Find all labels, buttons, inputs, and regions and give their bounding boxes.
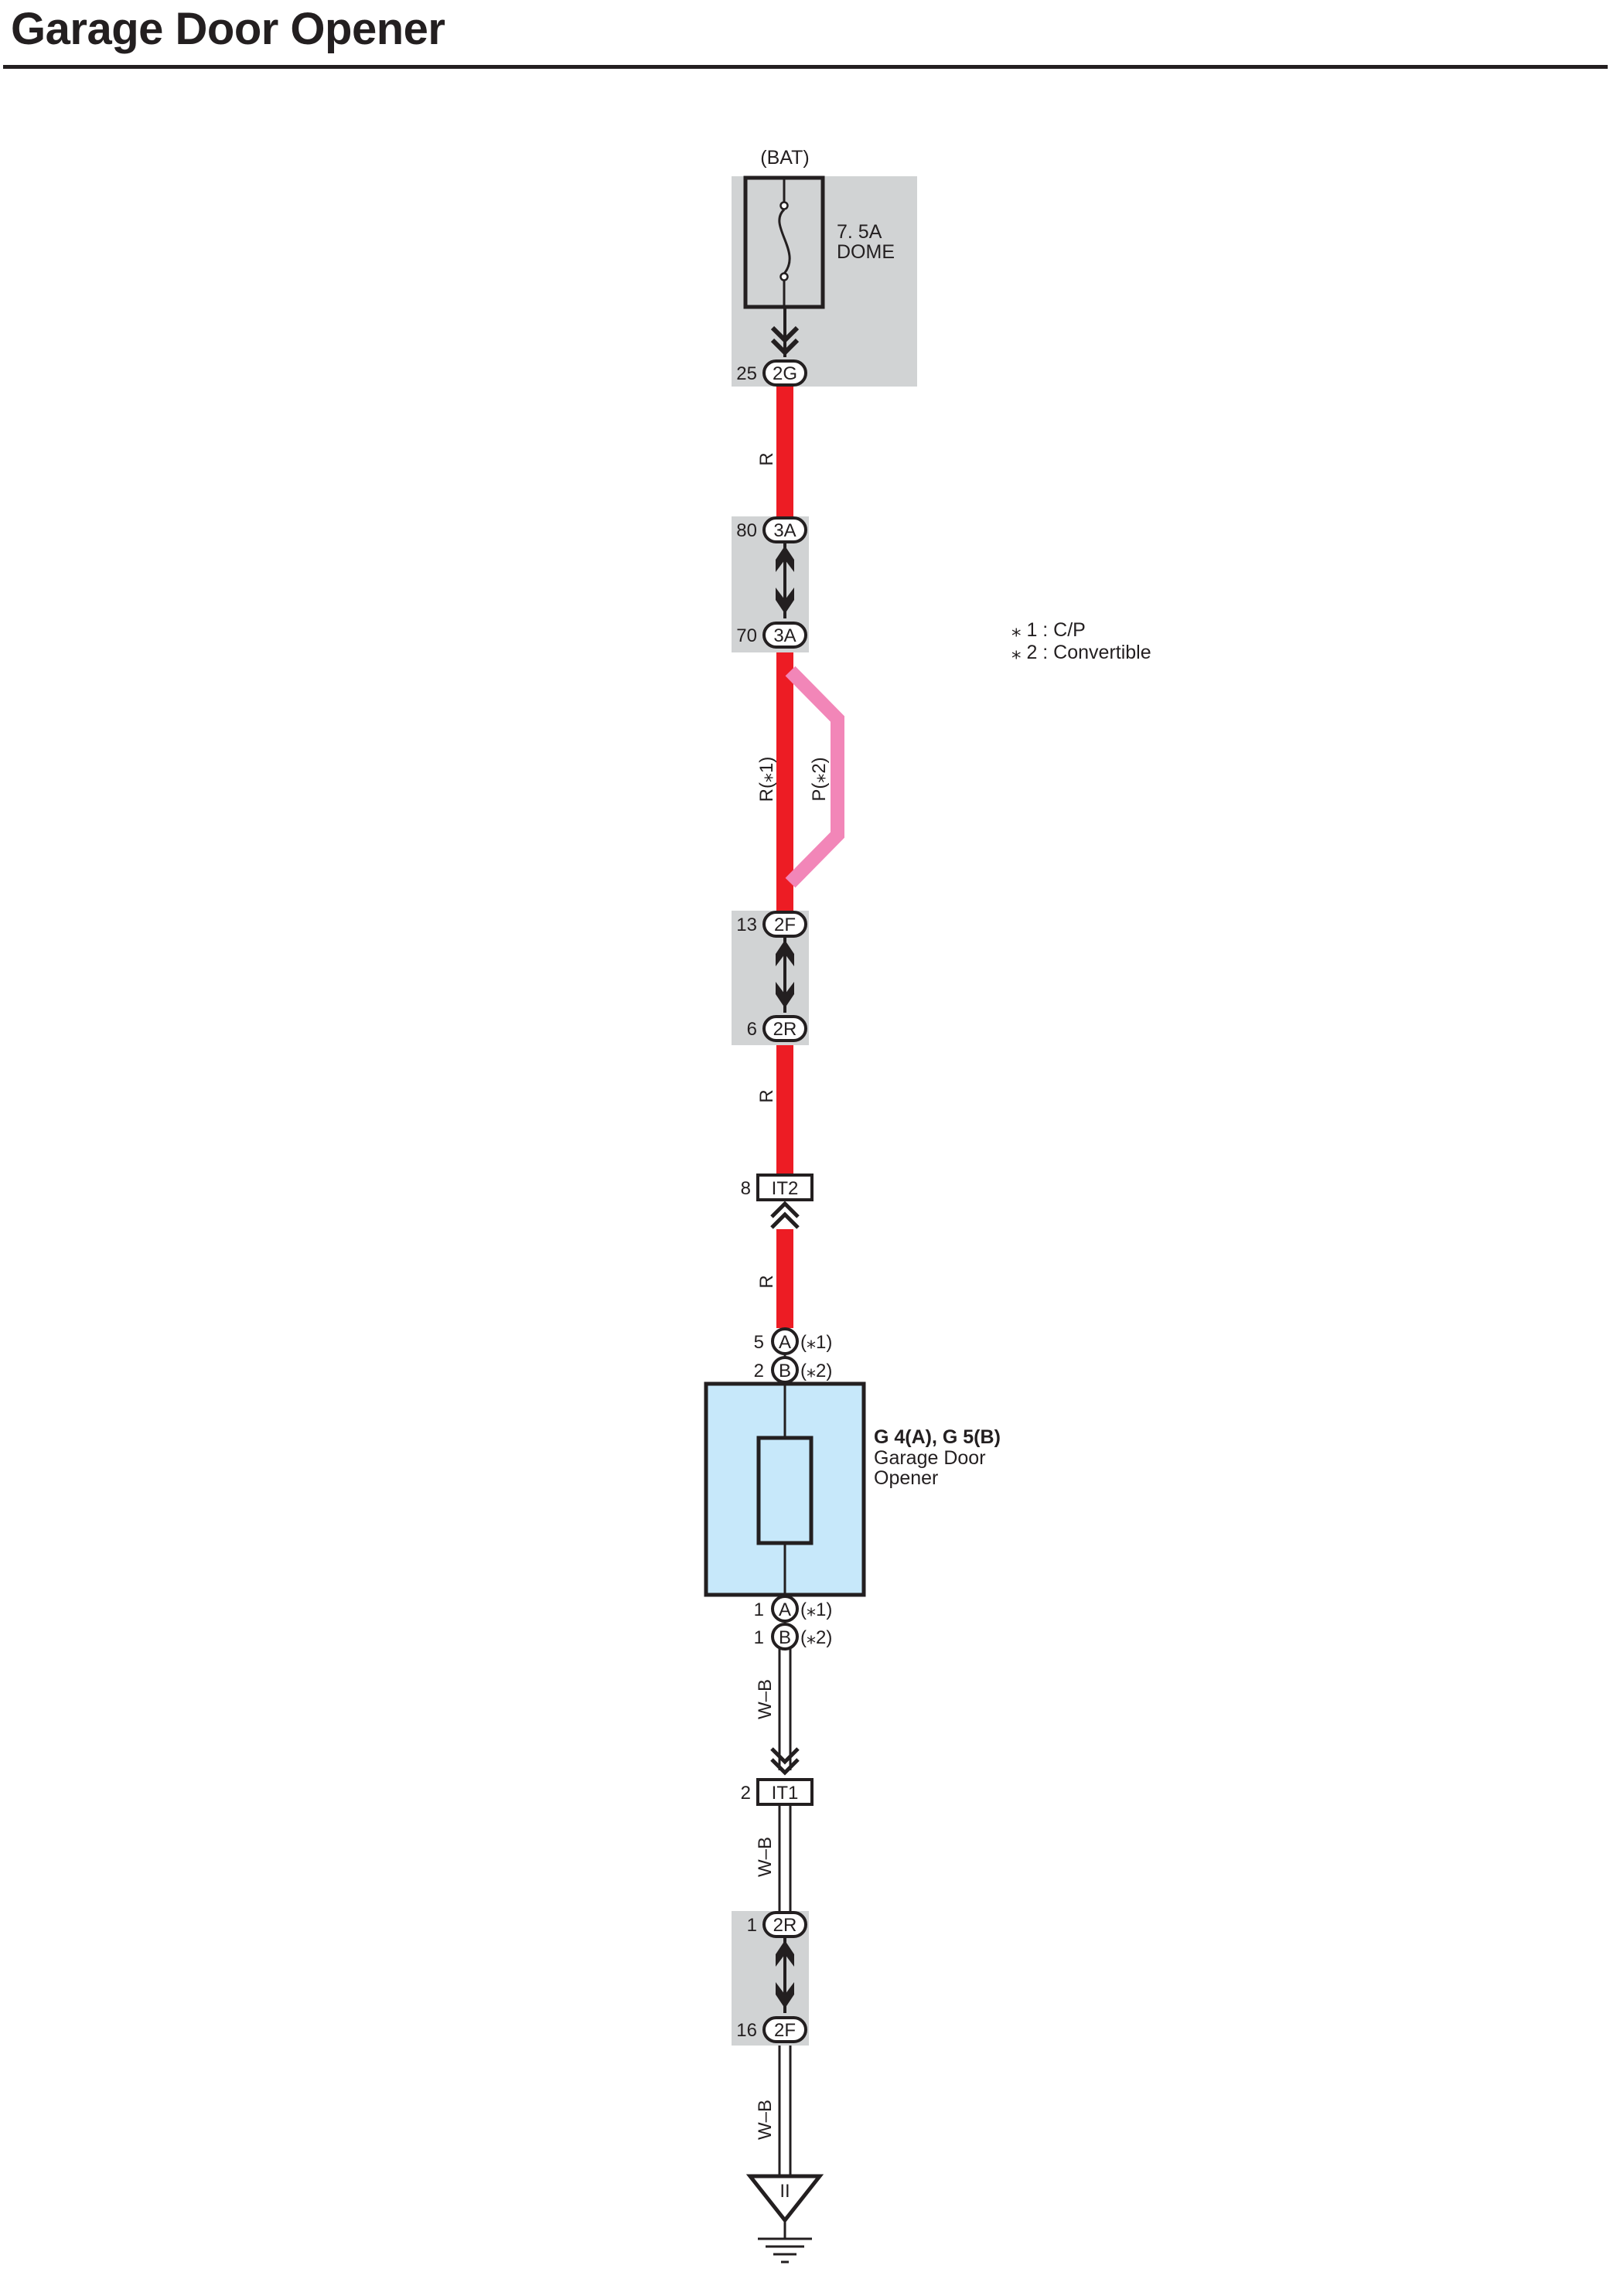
svg-text:16: 16 [736, 2020, 757, 2041]
connector-opener-in-a: A 5 (⁎1) [754, 1327, 832, 1355]
connector-3a-80: 3A 80 [736, 516, 807, 543]
svg-text:1: 1 [747, 1915, 757, 1936]
connector-it2: IT2 8 [741, 1174, 814, 1201]
connector-2f-13: 2F 13 [736, 911, 807, 938]
svg-text:(⁎2): (⁎2) [800, 1361, 832, 1381]
garage-door-opener-component [704, 1381, 866, 1597]
connector-opener-out-b: B 1 (⁎2) [754, 1623, 832, 1650]
wire-label-r-c1: R(⁎1) [756, 757, 777, 802]
opener-name-line1: Garage Door [874, 1447, 986, 1469]
connector-2r-6: 2R 6 [747, 1015, 807, 1042]
fuse-name: DOME [837, 241, 895, 263]
svg-text:70: 70 [736, 625, 757, 646]
svg-text:3A: 3A [773, 625, 796, 646]
svg-text:25: 25 [736, 363, 757, 384]
connector-arrow-it1 [770, 1747, 800, 1776]
page-title: Garage Door Opener [11, 4, 445, 54]
connector-it1: IT1 2 [741, 1778, 814, 1806]
wire-label-3: R [756, 1089, 777, 1102]
wire-label-p-c2: P(⁎2) [809, 757, 830, 801]
svg-text:B: B [779, 1361, 791, 1381]
connector-arrow-it2 [770, 1201, 800, 1229]
svg-text:2: 2 [741, 1783, 751, 1804]
svg-text:8: 8 [741, 1178, 751, 1199]
wire-pink [785, 666, 844, 888]
svg-text:A: A [779, 1599, 791, 1620]
note-c2: ⁎ 2 : Convertible [1011, 642, 1151, 663]
svg-text:1: 1 [754, 1599, 764, 1620]
connector-arrow-3a [776, 546, 794, 614]
svg-text:(⁎1): (⁎1) [800, 1332, 832, 1353]
svg-text:6: 6 [747, 1019, 757, 1040]
title-divider [3, 65, 1608, 69]
svg-text:13: 13 [736, 915, 757, 935]
svg-text:A: A [779, 1332, 791, 1353]
wire-label-5: W–B [755, 1679, 776, 1719]
connector-arrow-2g [770, 325, 800, 356]
fuse-icon [778, 179, 791, 307]
svg-text:2G: 2G [773, 363, 797, 384]
svg-text:(⁎1): (⁎1) [800, 1599, 832, 1620]
connector-2r-1: 2R 1 [747, 1911, 807, 1938]
wire-label-7: W–B [755, 2100, 776, 2140]
fuse-source-label: (BAT) [760, 147, 809, 169]
svg-text:IT2: IT2 [772, 1178, 799, 1199]
ground-label: II [779, 2181, 790, 2202]
svg-text:80: 80 [736, 520, 757, 541]
connector-2g-top: 2G 25 [736, 359, 807, 387]
svg-text:B: B [779, 1627, 791, 1648]
svg-text:2: 2 [754, 1361, 764, 1381]
fuse-rating: 7. 5A [837, 221, 882, 243]
wire-white-black [778, 1642, 792, 2178]
wire-label-6: W–B [755, 1837, 776, 1877]
opener-code: G 4(A), G 5(B) [874, 1426, 1001, 1448]
svg-text:1: 1 [754, 1627, 764, 1648]
wire-label-1: R [756, 452, 777, 465]
opener-name-line2: Opener [874, 1467, 938, 1489]
wire-label-4: R [756, 1275, 777, 1288]
svg-text:3A: 3A [773, 520, 796, 541]
connector-opener-in-b: B 2 (⁎2) [754, 1356, 832, 1384]
connector-arrow-2r-2f [776, 1940, 794, 2008]
svg-text:2F: 2F [774, 915, 796, 935]
ground-icon [745, 2174, 824, 2264]
connector-arrow-2f-2r [776, 940, 794, 1008]
connector-3a-70: 3A 70 [736, 622, 807, 649]
svg-text:5: 5 [754, 1332, 764, 1353]
svg-text:IT1: IT1 [772, 1783, 799, 1804]
connector-2f-16: 2F 16 [736, 2016, 807, 2043]
svg-text:2R: 2R [773, 1915, 797, 1936]
note-c1: ⁎ 1 : C/P [1011, 619, 1086, 641]
svg-text:2F: 2F [774, 2020, 796, 2041]
connector-opener-out-a: A 1 (⁎1) [754, 1595, 832, 1623]
svg-text:2R: 2R [773, 1019, 797, 1040]
svg-text:(⁎2): (⁎2) [800, 1627, 832, 1648]
